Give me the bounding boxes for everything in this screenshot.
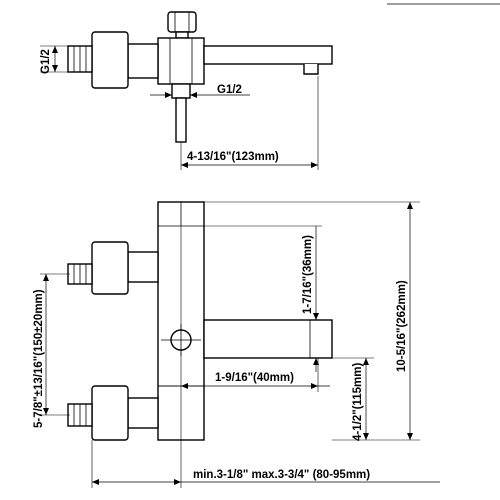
front-upper-inlet-nut xyxy=(91,241,129,295)
front-lower-inlet-nut xyxy=(91,385,129,441)
inlet-spacing-label: 5-7/8"±13/16"(150±20mm) xyxy=(33,289,45,428)
top-inlet-thread-label: G1/2 xyxy=(40,49,52,74)
front-upper-connector xyxy=(127,251,159,283)
top-view xyxy=(67,11,333,143)
top-diverter-pin xyxy=(175,97,187,143)
top-outlet-thread-label: G1/2 xyxy=(217,84,242,96)
spout-height-label: 1-7/16"(36mm) xyxy=(302,235,314,314)
top-inlet-connector xyxy=(127,43,159,79)
top-outlet-stem xyxy=(171,83,191,99)
top-mixer-body xyxy=(157,37,205,85)
top-handle-knob xyxy=(167,11,197,33)
front-dimensions xyxy=(40,201,440,488)
outlet-offset-label: 1-9/16"(40mm) xyxy=(215,372,294,384)
wall-distance-label: min.3-1/8" max.3-3/4" (80-95mm) xyxy=(193,469,370,481)
top-spout xyxy=(203,45,333,65)
top-inlet-nut xyxy=(91,31,129,89)
front-lower-connector xyxy=(127,397,159,429)
front-view xyxy=(67,201,333,441)
top-dimensions xyxy=(40,45,319,170)
top-handle-stem xyxy=(175,31,189,39)
spout-reach-label: 4-13/16"(123mm) xyxy=(187,151,279,163)
outlet-height-label: 4-1/2"(115mm) xyxy=(352,363,364,441)
overall-height-label: 10-5/16"(262mm) xyxy=(396,280,408,372)
front-spout xyxy=(203,319,333,359)
top-spout-outlet xyxy=(303,64,319,75)
